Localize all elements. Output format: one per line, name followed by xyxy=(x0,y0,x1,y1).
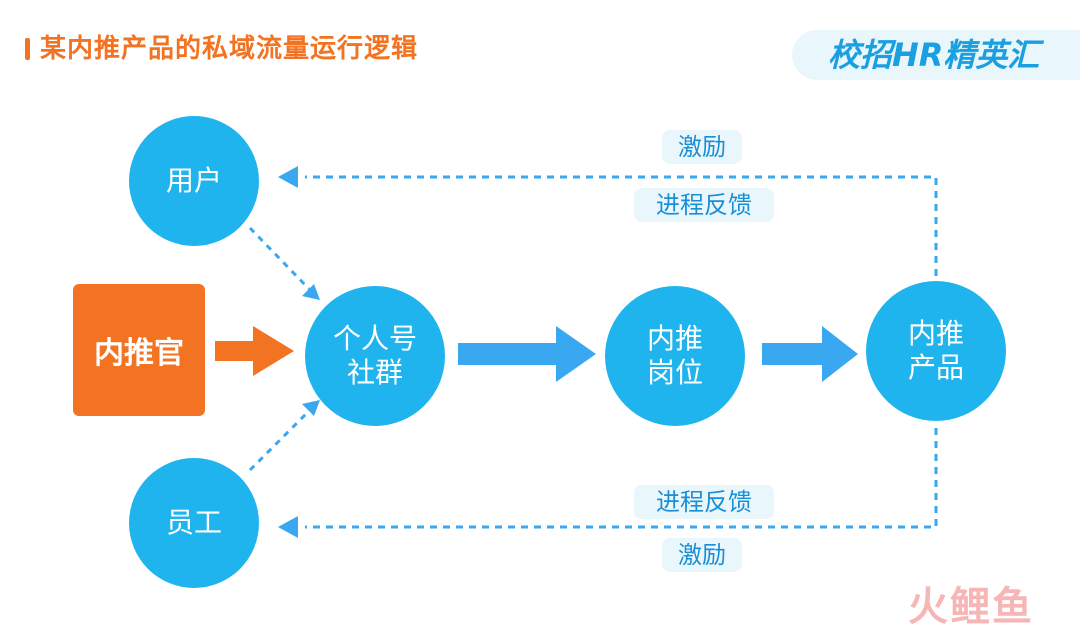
orange-arrow-shaft xyxy=(215,341,255,361)
node-user: 用户 xyxy=(129,116,259,246)
node-community: 个人号 社群 xyxy=(305,286,445,426)
node-referrer-label: 内推官 xyxy=(94,336,184,371)
node-community-label: 个人号 社群 xyxy=(332,322,417,389)
blue-arrow-job-to-product-shaft xyxy=(762,343,824,365)
orange-arrow-head xyxy=(253,326,294,376)
arrowhead-feedback-top xyxy=(278,166,298,188)
dashed-arrow-employee-to-community xyxy=(248,406,314,472)
blue-arrow-community-to-job-head xyxy=(556,326,596,382)
label-bottom-progress: 进程反馈 xyxy=(634,485,774,519)
brand-badge xyxy=(792,30,1080,80)
arrowhead-user-to-community xyxy=(302,284,320,300)
dashed-feedback-top xyxy=(305,175,938,276)
node-user-label: 用户 xyxy=(165,164,222,197)
page-title: 某内推产品的私域流量运行逻辑 xyxy=(40,34,419,64)
dashed-feedback-bottom xyxy=(305,428,938,529)
label-top-incentive: 激励 xyxy=(662,130,742,164)
arrowhead-employee-to-community xyxy=(302,400,320,416)
label-top-progress: 进程反馈 xyxy=(634,188,774,222)
node-referrer: 内推官 xyxy=(73,284,205,416)
node-job-label: 内推 岗位 xyxy=(646,322,703,389)
node-product-label: 内推 产品 xyxy=(907,317,964,384)
label-bottom-incentive: 激励 xyxy=(662,538,742,572)
blue-arrow-community-to-job-shaft xyxy=(458,343,558,365)
blue-arrow-job-to-product-head xyxy=(822,326,858,382)
watermark-logo: 火鲤鱼 xyxy=(908,584,1034,630)
node-product: 内推 产品 xyxy=(866,281,1006,421)
title-accent-bar xyxy=(25,38,30,60)
brand-name: 校招HR精英汇 xyxy=(828,36,1040,74)
dashed-arrow-user-to-community xyxy=(248,226,314,294)
arrowhead-feedback-bottom xyxy=(278,516,298,538)
node-employee-label: 员工 xyxy=(165,506,222,539)
node-employee: 员工 xyxy=(129,458,259,588)
node-job: 内推 岗位 xyxy=(605,286,745,426)
